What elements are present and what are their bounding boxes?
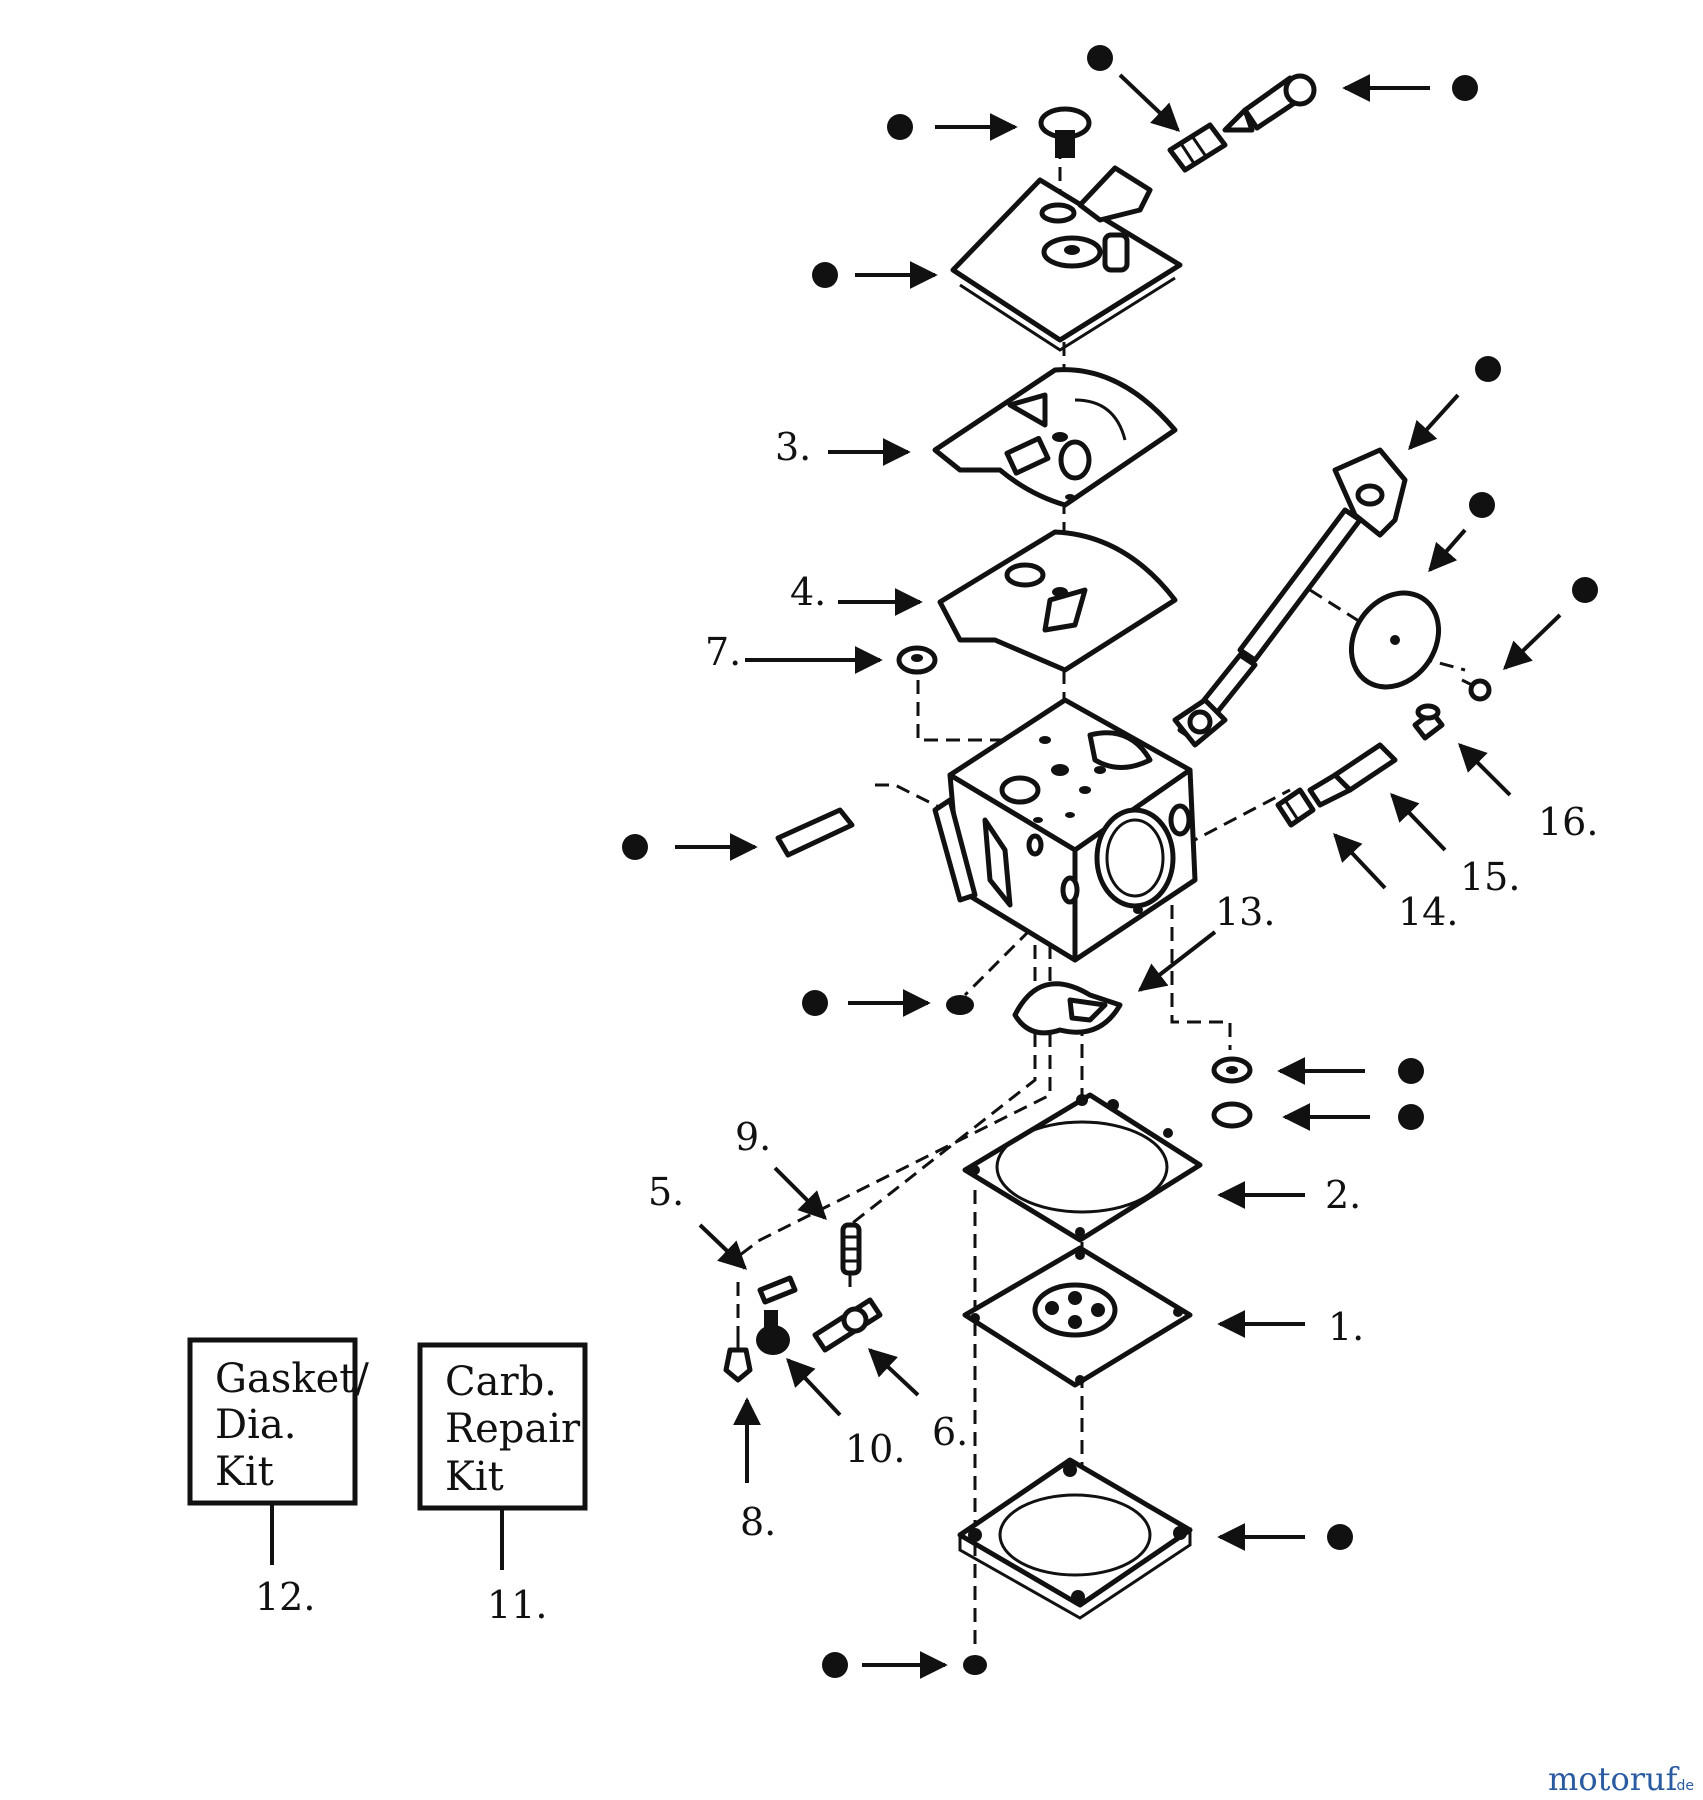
repair-kit-line-1: Carb. [445, 1359, 557, 1405]
inlet-fitting [1038, 106, 1092, 158]
inlet-screen [896, 645, 938, 675]
callout-7: 7. [705, 630, 741, 674]
pump-gasket [932, 367, 1178, 508]
metering-gasket [962, 1092, 1203, 1243]
callout-12: 12. [255, 1575, 315, 1619]
throttle-shaft [1172, 447, 1408, 748]
callout-9: 9. [735, 1115, 771, 1159]
cover-screw [963, 1655, 987, 1675]
callout-13: 13. [1215, 890, 1275, 934]
metering-cover [957, 1457, 1193, 1620]
throttle-plate [1348, 590, 1442, 690]
callout-4: 4. [790, 570, 826, 614]
inlet-needle [723, 1340, 753, 1383]
repair-kit-line-3: Kit [445, 1454, 504, 1500]
callout-14: 14. [1398, 890, 1458, 934]
callout-5: 5. [648, 1170, 684, 1214]
callout-3: 3. [775, 425, 811, 469]
lever-pin [757, 1275, 798, 1305]
pump-diaphragm [937, 529, 1178, 673]
gasket-kit-line-2: Dia. [215, 1402, 296, 1448]
shaft-pin [775, 807, 855, 858]
callout-1: 1. [1328, 1305, 1364, 1349]
gasket-kit-line-3: Kit [215, 1449, 274, 1495]
dot-markers [622, 45, 1598, 1678]
callout-15: 15. [1460, 855, 1520, 899]
adjusting-needle [1167, 73, 1317, 173]
gasket-kit-box: Gasket/ Dia. Kit [187, 1337, 369, 1565]
small-gasket [1012, 981, 1123, 1036]
throttle-screw [1461, 678, 1492, 702]
leader-arrows [675, 73, 1562, 1679]
callout-2: 2. [1325, 1173, 1361, 1217]
plug [946, 995, 974, 1015]
metering-spring [840, 1222, 862, 1276]
callout-10: 10. [845, 1427, 905, 1471]
callout-labels: 1. 2. 3. 4. 5. 6. 7. 8. 9. 10. 11. 12. 1… [255, 425, 1598, 1627]
callout-8: 8. [740, 1500, 776, 1544]
carburetor-body [932, 697, 1198, 963]
watermark-text: motoruf [1548, 1760, 1680, 1798]
lever-screw [756, 1310, 790, 1355]
callout-6: 6. [932, 1410, 968, 1454]
washer-pair [1211, 1056, 1253, 1129]
repair-kit-line-2: Repair [445, 1406, 581, 1452]
watermark-suffix: .de [1672, 1778, 1694, 1794]
metering-lever [812, 1297, 883, 1353]
callout-16: 16. [1538, 800, 1598, 844]
pump-cover [950, 165, 1183, 352]
gasket-kit-line-1: Gasket/ [215, 1356, 369, 1402]
repair-kit-box: Carb. Repair Kit [417, 1342, 588, 1570]
callout-11: 11. [487, 1583, 547, 1627]
metering-diaphragm [962, 1245, 1193, 1388]
watermark: motoruf .de [1548, 1760, 1694, 1798]
needle-assembly [1275, 703, 1445, 828]
